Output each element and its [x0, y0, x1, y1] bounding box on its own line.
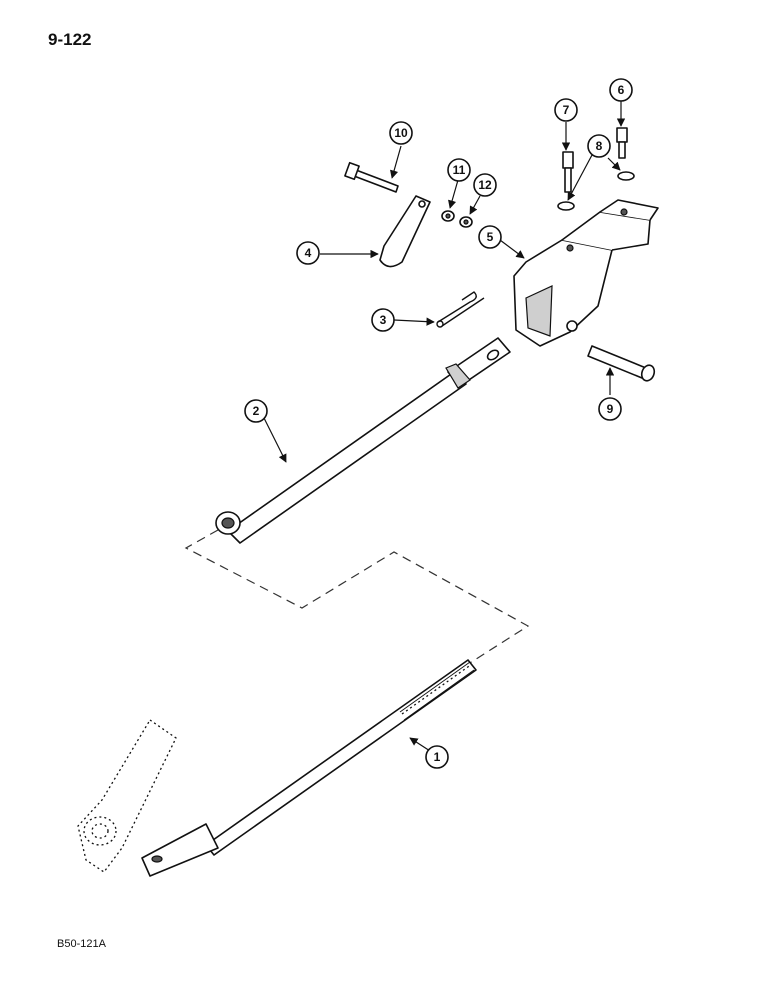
- svg-text:5: 5: [487, 230, 494, 244]
- part-7-bolt: [562, 151, 574, 193]
- part-8-washer-b: [617, 171, 635, 181]
- part-2-tube: [215, 337, 511, 544]
- callout-2: 2: [244, 399, 268, 423]
- assembly-guide-line: [184, 529, 530, 669]
- part-1-threaded-rod: [141, 659, 477, 877]
- callout-11: 11: [447, 158, 471, 182]
- svg-text:3: 3: [380, 313, 387, 327]
- svg-text:4: 4: [305, 246, 312, 260]
- svg-text:8: 8: [596, 139, 603, 153]
- callout-8: 8: [587, 134, 611, 158]
- part-10-bolt: [344, 161, 399, 193]
- figure-code: B50-121A: [57, 938, 106, 950]
- part-6-bolt: [616, 127, 628, 159]
- leader-lines: [263, 100, 626, 763]
- part-11-washer-hole: [445, 213, 451, 219]
- part-8-washer-a: [557, 201, 575, 211]
- callout-1: 1: [425, 745, 449, 769]
- svg-text:9: 9: [607, 402, 614, 416]
- callout-6: 6: [609, 78, 633, 102]
- callout-4: 4: [296, 241, 320, 265]
- svg-text:12: 12: [478, 178, 492, 192]
- part-12-nut-hole: [463, 219, 469, 225]
- part-9-pin: [587, 345, 656, 382]
- svg-text:6: 6: [618, 83, 625, 97]
- svg-text:10: 10: [394, 126, 408, 140]
- callout-7: 7: [554, 98, 578, 122]
- svg-text:2: 2: [253, 404, 260, 418]
- svg-text:11: 11: [453, 163, 466, 177]
- mating-lever-outline: [77, 719, 177, 873]
- callout-12: 12: [473, 173, 497, 197]
- page-number: 9-122: [48, 30, 92, 49]
- svg-text:1: 1: [434, 750, 441, 764]
- callout-5: 5: [478, 225, 502, 249]
- part-5-support-bracket: [513, 199, 659, 347]
- part-4-bracket-strap: [379, 195, 431, 268]
- callout-10: 10: [389, 121, 413, 145]
- part-3-hairpin-clip: [436, 291, 485, 328]
- svg-text:7: 7: [563, 103, 570, 117]
- callout-3: 3: [371, 308, 395, 332]
- callout-9: 9: [598, 397, 622, 421]
